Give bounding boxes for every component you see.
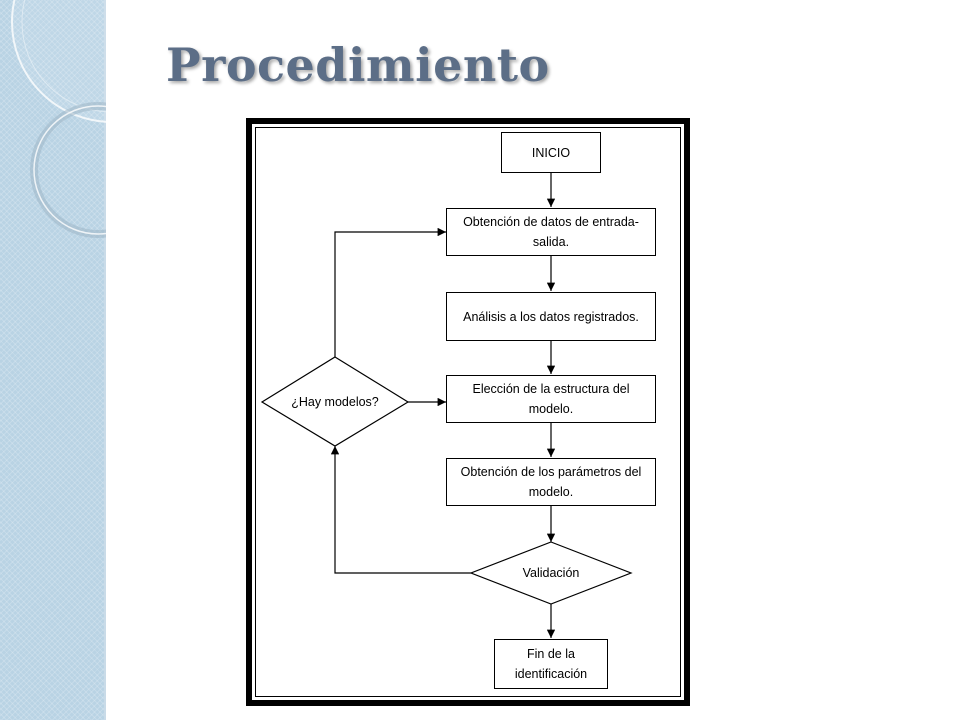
arrow-decision-to-data [334, 227, 446, 357]
models-decision-label: ¿Hay modelos? [291, 395, 379, 409]
data-acquisition-node: Obtención de datos de entrada-salida. [446, 208, 656, 256]
decision-validation-shape [469, 541, 633, 605]
structure-node: Elección de la estructura del modelo. [446, 375, 656, 423]
decision-models-shape [260, 356, 410, 447]
sidebar-decoration [0, 0, 106, 720]
arrow-validation-to-decision [330, 446, 471, 574]
start-node: INICIO [501, 132, 601, 173]
validation-label: Validación [522, 566, 580, 580]
sidebar-circles-decoration [11, 0, 106, 238]
page-title: Procedimiento [166, 38, 550, 92]
analysis-node: Análisis a los datos registrados. [446, 292, 656, 341]
parameters-node: Obtención de los parámetros del modelo. [446, 458, 656, 506]
end-node: Fin de la identificación [494, 639, 608, 689]
